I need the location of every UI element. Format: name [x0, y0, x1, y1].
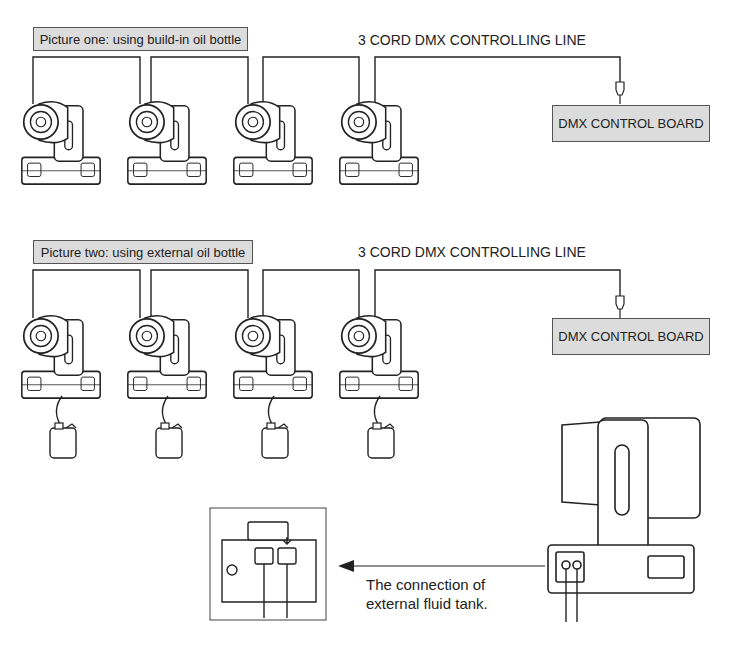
control-board-box: DMX CONTROL BOARD [552, 105, 710, 142]
box-text: DMX CONTROL BOARD [558, 329, 703, 344]
picture-caption-box: Picture one: using build-in oil bottle [33, 27, 248, 51]
box-text: DMX CONTROL BOARD [558, 116, 703, 131]
box-text: Picture one: using build-in oil bottle [40, 32, 242, 47]
callout-text: The connection of external fluid tank. [366, 576, 536, 614]
picture-caption-box: Picture two: using external oil bottle [33, 240, 253, 264]
control-board-box: DMX CONTROL BOARD [552, 318, 710, 355]
line-label: 3 CORD DMX CONTROLLING LINE [358, 244, 658, 262]
line-label: 3 CORD DMX CONTROLLING LINE [358, 32, 658, 50]
box-text: Picture two: using external oil bottle [41, 245, 246, 260]
